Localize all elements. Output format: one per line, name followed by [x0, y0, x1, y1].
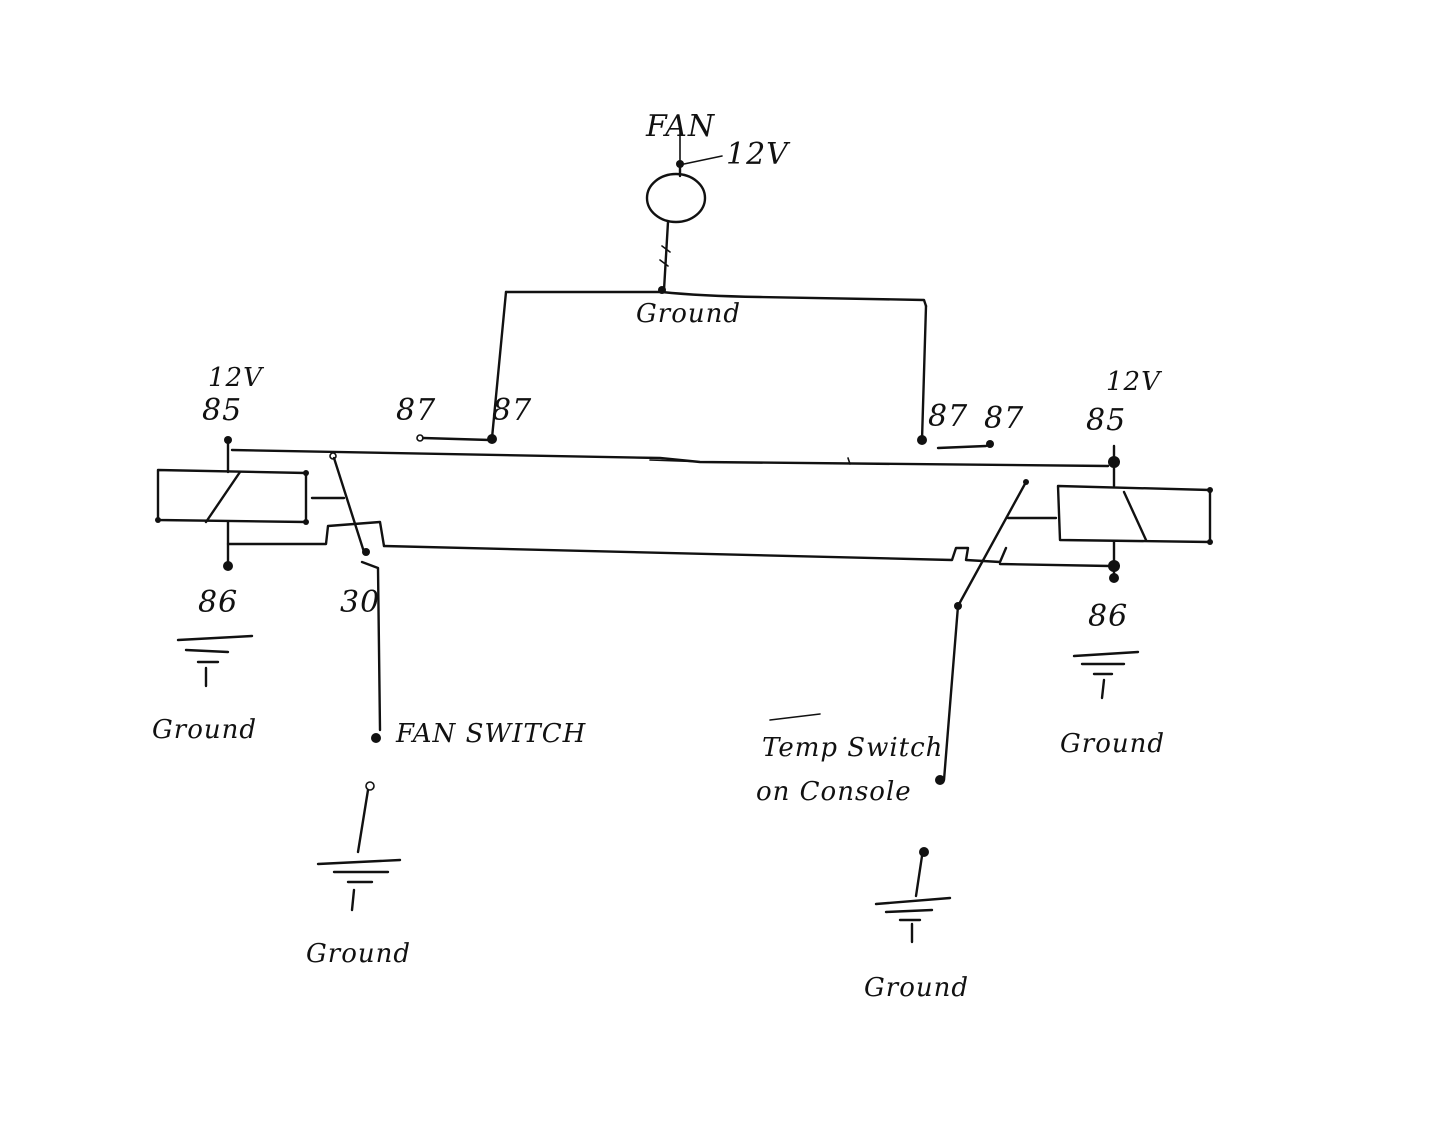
right-relay-pin87a-label: 87 — [928, 399, 968, 434]
fan-switch-lever — [356, 788, 370, 854]
temp-switch-terminal — [935, 775, 945, 785]
right-relay-pin85-label: 85 — [1086, 403, 1126, 438]
right-relay-pin87b-label: 87 — [984, 401, 1024, 436]
right-relay-pin86-terminal — [1108, 560, 1120, 572]
bottom-interconnect-wire — [382, 544, 1112, 568]
temp-switch-label-line1: Temp Switch — [762, 733, 943, 763]
left-relay-pin86-terminal — [223, 561, 233, 571]
temp-switch-wire — [942, 604, 960, 782]
temp-switch-lever — [914, 854, 924, 898]
fan-supply-leader — [683, 155, 723, 165]
fan-motor: FAN 12V — [645, 109, 791, 294]
fan-switch-contact — [365, 781, 375, 791]
left-relay-ground-symbol — [176, 634, 254, 688]
right-relay-armature — [956, 480, 1028, 608]
left-relay-pin87b-terminal — [487, 434, 497, 444]
temp-switch-contact — [919, 847, 929, 857]
fan-supply-label: 12V — [726, 137, 791, 172]
fan-supply-terminal — [676, 160, 684, 168]
right-relay-coil-symbol — [1122, 490, 1148, 542]
temp-switch-label-line2: on Console — [756, 777, 912, 807]
left-relay-pin30-wire — [360, 560, 382, 732]
left-87-feed — [490, 290, 508, 440]
right-relay-12v-label: 12V — [1106, 367, 1162, 397]
fan-ground-lead — [662, 220, 670, 292]
left-relay-pin87a-label: 87 — [396, 393, 436, 428]
left-relay-pin86-label: 86 — [198, 585, 238, 620]
fan-switch-label: FAN SWITCH — [395, 719, 587, 749]
temp-switch-ground-symbol — [874, 896, 952, 944]
fan-switch-ground-symbol — [316, 858, 402, 912]
left-relay: 12V 85 86 Ground 87 87 30 — [152, 363, 532, 745]
left-relay-coil-symbol — [204, 470, 242, 524]
right-relay-ground-symbol — [1072, 650, 1140, 700]
fan-ground-bus: Ground — [490, 290, 928, 442]
left-relay-armature — [332, 456, 366, 554]
temp-switch-ground-label: Ground — [864, 973, 969, 1003]
left-relay-coil-box — [156, 468, 308, 524]
left-relay-ground-label: Ground — [152, 715, 257, 745]
temp-switch: Temp Switch on Console Ground — [756, 713, 969, 1003]
fan-ground-label: Ground — [636, 299, 741, 329]
left-relay-pin30-label: 30 — [340, 585, 380, 620]
fan-switch: FAN SWITCH Ground — [306, 719, 587, 969]
right-87-feed — [920, 304, 928, 442]
right-relay: 12V 85 86 Ground 87 87 — [917, 367, 1213, 785]
fan-switch-terminal — [371, 733, 381, 743]
top-interconnect-wire — [230, 448, 1110, 468]
left-relay-pin85-label: 85 — [202, 393, 242, 428]
left-relay-12v-label: 12V — [208, 363, 264, 393]
left-relay-pin87b-label: 87 — [492, 393, 532, 428]
inter-relay-wiring — [230, 448, 1112, 568]
fan-motor-symbol — [645, 172, 707, 224]
right-relay-pin86-label: 86 — [1088, 599, 1128, 634]
right-relay-pin87b-terminal — [986, 440, 994, 448]
right-relay-ground-label: Ground — [1060, 729, 1165, 759]
fan-switch-ground-label: Ground — [306, 939, 411, 969]
right-relay-pin87a-terminal — [917, 435, 927, 445]
